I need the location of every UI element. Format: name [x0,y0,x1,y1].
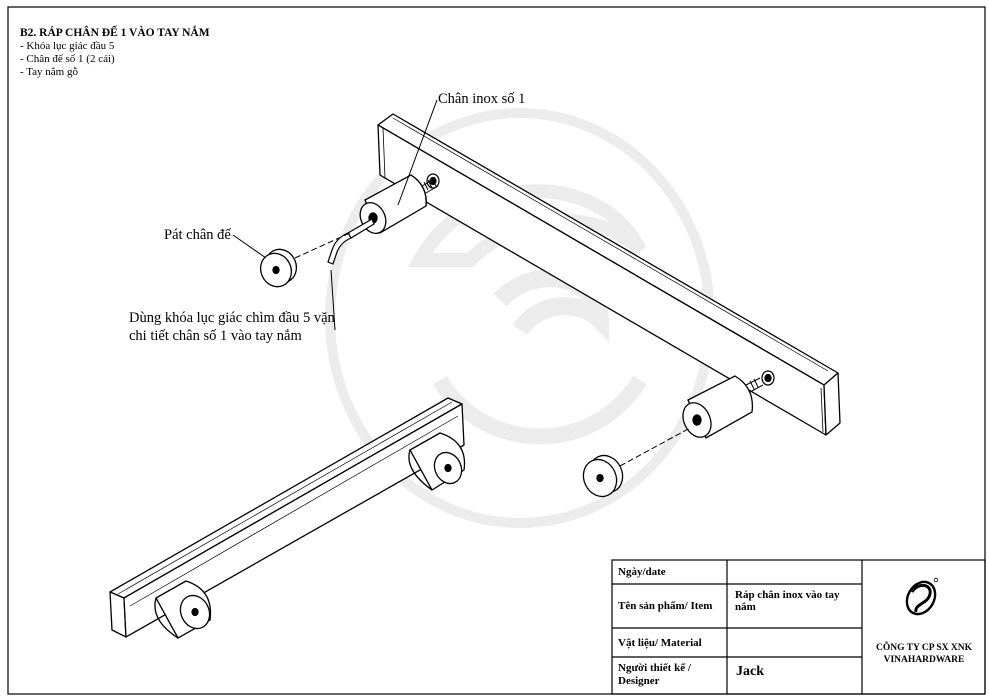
designer-value: Jack [736,664,764,679]
company-name: CÔNG TY CP SX XNK VINAHARDWARE [875,643,973,665]
wood-handle-large [377,113,841,436]
item-value: Ráp chân inox vào tay nắm [735,589,840,613]
label-instruction: Dùng khóa lục giác chìm đầu 5 vặn chi ti… [129,310,335,344]
assembled-leg-right [408,432,466,491]
assembled-leg-left [154,580,212,639]
leader-lines [232,99,438,331]
parts-list-item: - Tay nắm gỗ [20,66,78,78]
date-label: Ngày/date [618,566,666,578]
material-label: Vật liệu/ Material [618,637,702,649]
item-label: Tên sản phẩm/ Item [618,600,713,612]
sheet-border [7,6,986,695]
title-block-grid [611,559,986,695]
base-plate-lower [582,454,624,498]
base-plate-upper [259,248,298,288]
step-title: B2. RÁP CHÂN ĐẾ 1 VÀO TAY NẮM [20,27,210,39]
parts-list-item: - Chân đế số 1 (2 cái) [20,53,115,65]
instruction-header: B2. RÁP CHÂN ĐẾ 1 VÀO TAY NẮM - Khóa lục… [20,27,210,79]
swirl-logo-icon [905,577,939,616]
designer-label: Người thiết kế / Designer [618,662,691,687]
label-base-plate: Pát chân đế [164,227,231,243]
wood-handle-assembled [109,397,465,638]
label-stainless-leg: Chân inox số 1 [438,91,526,107]
assembly-guide-lines [294,232,691,467]
hex-key [327,218,375,265]
stainless-leg-1-lower [682,375,764,439]
parts-list-item: - Khóa lục giác đầu 5 [20,40,115,52]
